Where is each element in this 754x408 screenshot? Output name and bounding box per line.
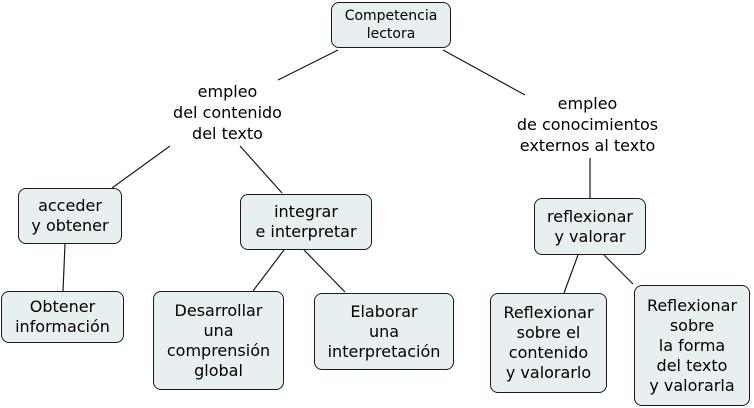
node-reflexionar-valorar: reflexionar y valorar <box>534 198 646 255</box>
node-acceder-obtener: acceder y obtener <box>18 188 122 244</box>
node-reflexionar-contenido: Reflexionar sobre el contenido y valorar… <box>490 293 607 393</box>
node-competencia-lectora: Competencia lectora <box>331 2 451 48</box>
link-reflexionar-contenido <box>563 254 579 294</box>
branch-empleo-contenido: empleo del contenido del texto <box>173 82 282 143</box>
link-left-integrar <box>239 145 283 194</box>
link-root-right <box>442 49 526 96</box>
node-integrar-interpretar: integrar e interpretar <box>240 194 372 250</box>
branch-empleo-conocimientos: empleo de conocimientos externos al text… <box>516 94 659 155</box>
link-reflexionar-forma <box>603 254 634 285</box>
node-reflexionar-forma: Reflexionar sobre la forma del texto y v… <box>634 285 750 406</box>
node-elaborar-interpretacion: Elaborar una interpretación <box>314 293 454 370</box>
link-integrar-elaborar <box>303 249 346 293</box>
node-obtener-informacion: Obtener información <box>1 291 124 343</box>
link-root-left <box>277 49 339 81</box>
link-acceder-obtener <box>62 243 66 292</box>
link-left-acceder <box>111 145 171 189</box>
link-integrar-desarrollar <box>252 249 285 292</box>
node-desarrollar-comprension: Desarrollar una comprensión global <box>153 291 284 390</box>
